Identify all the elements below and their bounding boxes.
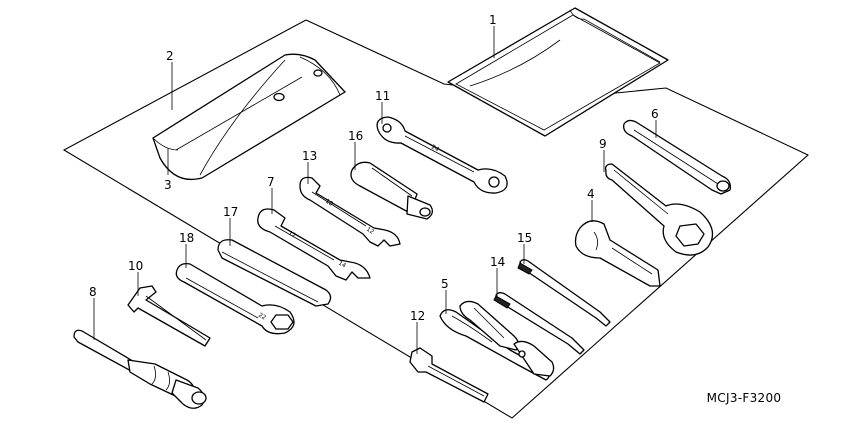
wrench-size-large-b: 14 <box>337 260 347 270</box>
callout-10: 10 <box>128 259 143 273</box>
leader-lines <box>93 26 657 354</box>
callout-8: 8 <box>89 285 97 299</box>
callout-17: 17 <box>223 205 238 219</box>
wrench-size-marking: 24 <box>430 144 440 154</box>
socket-extension[interactable] <box>350 161 434 220</box>
callout-13: 13 <box>302 149 317 163</box>
spanner-size-marking: 22 <box>257 312 267 322</box>
tool-wrap[interactable] <box>152 53 346 181</box>
callout-16: 16 <box>348 129 363 143</box>
screwdriver-shaft[interactable] <box>517 259 611 327</box>
callout-18: 18 <box>179 231 194 245</box>
open-end-wrench-12x14[interactable]: 12 14 <box>257 208 371 281</box>
tool-bag[interactable] <box>447 7 669 137</box>
hex-key[interactable] <box>127 285 211 347</box>
callout-2: 2 <box>166 49 174 63</box>
pliers[interactable] <box>439 300 555 381</box>
small-open-end-wrench[interactable] <box>409 347 489 403</box>
pin-spanner[interactable] <box>574 220 661 287</box>
callout-9: 9 <box>599 137 607 151</box>
open-end-wrench-10x12[interactable]: 10 12 <box>299 176 401 247</box>
spark-plug-wrench[interactable] <box>73 329 207 409</box>
ring-spanner[interactable] <box>604 163 714 256</box>
wrench-size-small-b: 12 <box>287 230 297 240</box>
wrench-size-large: 12 <box>365 226 375 236</box>
callout-15: 15 <box>517 231 532 245</box>
callout-7: 7 <box>267 175 275 189</box>
callout-12: 12 <box>410 309 425 323</box>
callout-1: 1 <box>489 13 497 27</box>
callout-6: 6 <box>651 107 659 121</box>
flat-handle-bar[interactable] <box>217 239 332 307</box>
extension-rod[interactable] <box>623 119 731 195</box>
callout-14: 14 <box>490 255 505 269</box>
callout-3: 3 <box>164 178 172 192</box>
callout-4: 4 <box>587 187 595 201</box>
box-end-spanner[interactable]: 22 <box>175 262 295 335</box>
callout-labels: 1 2 3 4 5 6 7 8 9 10 11 12 13 14 15 16 1… <box>89 13 659 323</box>
diagram-code: MCJ3-F3200 <box>707 391 782 405</box>
callout-11: 11 <box>375 89 390 103</box>
combination-box-wrench[interactable]: 24 <box>376 116 508 194</box>
callout-5: 5 <box>441 277 449 291</box>
wrench-size-small: 10 <box>324 198 334 208</box>
